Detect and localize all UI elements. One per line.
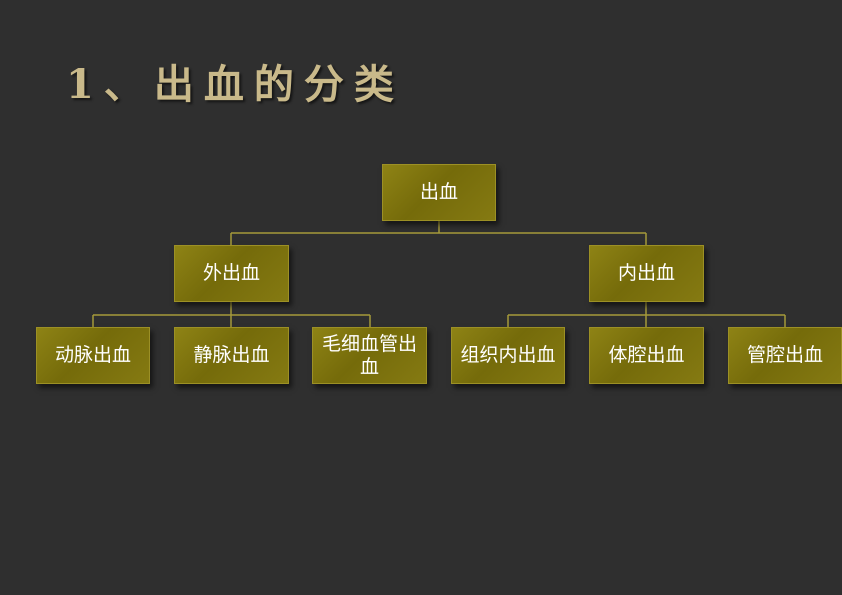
node-internal-bleeding: 内出血 — [589, 245, 704, 302]
node-tissue-bleeding: 组织内出血 — [451, 327, 565, 384]
node-bleeding: 出血 — [382, 164, 496, 221]
node-external-bleeding: 外出血 — [174, 245, 289, 302]
node-venous-bleeding: 静脉出血 — [174, 327, 289, 384]
node-arterial-bleeding: 动脉出血 — [36, 327, 150, 384]
node-capillary-bleeding: 毛细血管出血 — [312, 327, 427, 384]
node-cavity-bleeding: 体腔出血 — [589, 327, 704, 384]
node-lumen-bleeding: 管腔出血 — [728, 327, 842, 384]
slide-title: 1、出血的分类 — [66, 61, 404, 108]
